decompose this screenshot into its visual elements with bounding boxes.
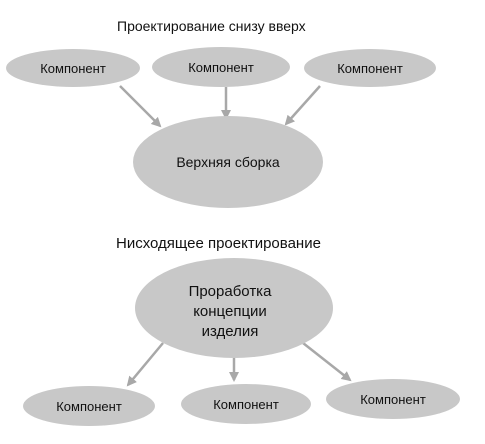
- assembly-shape: [133, 116, 323, 208]
- bottom-component-2-shape: [181, 384, 311, 424]
- bottom-component-1-shape: [23, 386, 155, 426]
- edge-concept-to-bottom-component-1: [126, 342, 164, 387]
- top-component-1: Компонент: [6, 49, 140, 87]
- bottom-component-3-shape: [326, 379, 460, 419]
- bottom-edges: [126, 342, 352, 387]
- top-component-2-label: Компонент: [188, 60, 254, 75]
- concept-node: Проработка концепции изделия: [135, 258, 333, 358]
- top-component-1-shape: [6, 49, 140, 87]
- bottom-component-3: Компонент: [326, 379, 460, 419]
- bottom-component-1-label: Компонент: [56, 399, 122, 414]
- concept-label-line-1: Проработка: [189, 283, 273, 300]
- top-component-3: Компонент: [304, 49, 436, 87]
- bottom-component-2: Компонент: [181, 384, 311, 424]
- top-section-title: Проектирование снизу вверх: [117, 18, 306, 34]
- bottom-component-2-label: Компонент: [213, 397, 279, 412]
- edge-concept-to-bottom-component-3: [302, 342, 352, 382]
- assembly-label: Верхняя сборка: [176, 154, 280, 170]
- top-component-2-shape: [152, 47, 290, 87]
- edge-top-component-1-to-assembly: [119, 85, 162, 128]
- top-component-1-label: Компонент: [40, 61, 106, 76]
- top-edges: [119, 85, 321, 128]
- top-component-2: Компонент: [152, 47, 290, 87]
- assembly-node: Верхняя сборка: [133, 116, 323, 208]
- top-component-3-shape: [304, 49, 436, 87]
- bottom-section-title: Нисходящее проектирование: [116, 235, 321, 252]
- bottom-component-3-label: Компонент: [360, 392, 426, 407]
- bottom-component-1: Компонент: [23, 386, 155, 426]
- concept-label-line-2: концепции: [193, 303, 267, 320]
- edge-top-component-3-to-assembly: [284, 85, 321, 126]
- concept-label-line-3: изделия: [202, 323, 259, 340]
- concept-shape: [135, 258, 333, 358]
- top-component-3-label: Компонент: [337, 61, 403, 76]
